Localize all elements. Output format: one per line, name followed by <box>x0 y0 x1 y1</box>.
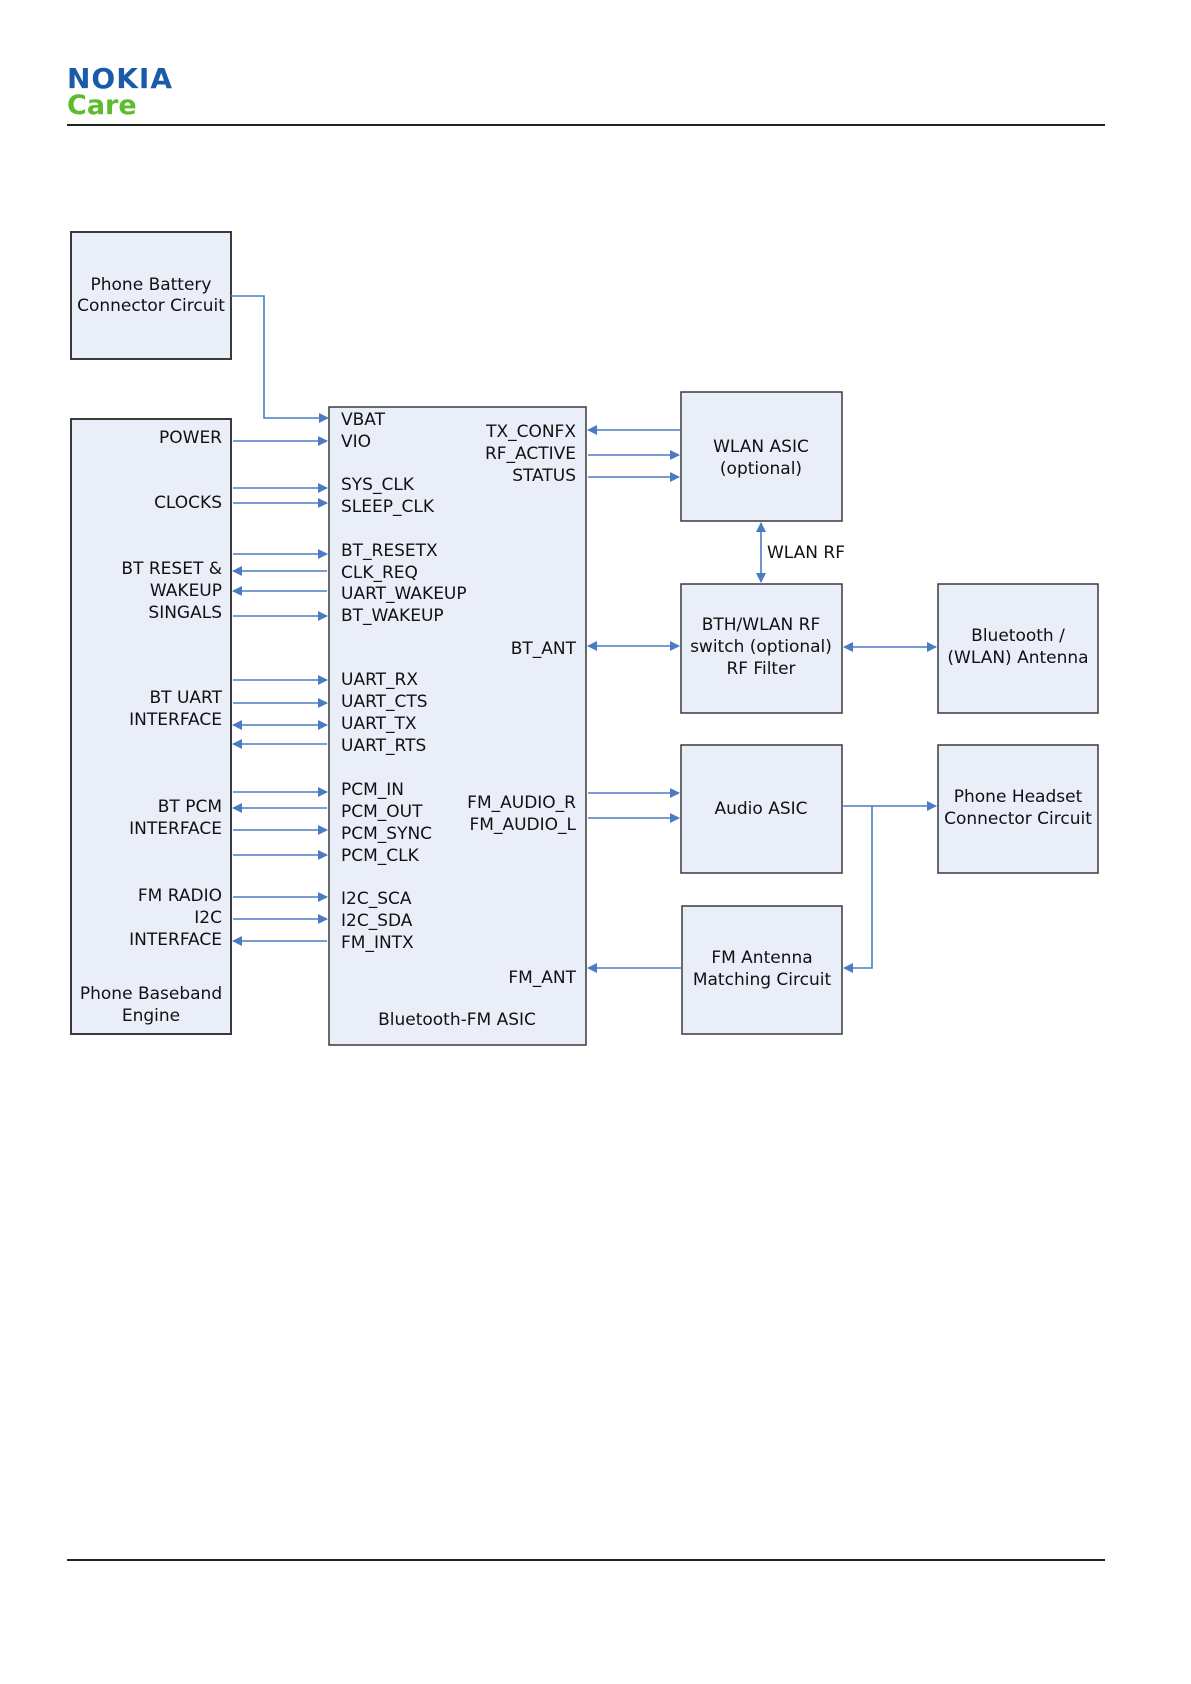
header-rule <box>67 124 1105 126</box>
headset-label-1: Phone Headset <box>954 787 1083 807</box>
battery-label-2: Connector Circuit <box>77 296 225 316</box>
asic-pin-pcm-sync: PCM_SYNC <box>341 824 432 844</box>
baseband-clocks-label: CLOCKS <box>154 493 222 513</box>
battery-label-1: Phone Battery <box>91 275 212 295</box>
asic-pin-bt-ant: BT_ANT <box>511 639 577 659</box>
asic-pin-pcm-clk: PCM_CLK <box>341 846 420 866</box>
headset-label-2: Connector Circuit <box>944 809 1092 829</box>
battery-connector-box <box>70 231 232 360</box>
headset-fm-antenna-connector <box>843 806 873 973</box>
antenna-box <box>937 583 1099 714</box>
asic-pin-bt-resetx: BT_RESETX <box>341 541 438 561</box>
asic-pin-fm-audio-l: FM_AUDIO_L <box>470 815 577 835</box>
asic-pin-uart-cts: UART_CTS <box>341 692 428 712</box>
asic-pin-sleep-clk: SLEEP_CLK <box>341 497 435 517</box>
baseband-bt-uart-label-1: BT UART <box>150 688 223 708</box>
baseband-name-1: Phone Baseband <box>80 984 222 1004</box>
logo-sub-brand: Care <box>67 90 137 121</box>
antenna-label-2: (WLAN) Antenna <box>947 648 1088 668</box>
bluetooth-fm-asic-box <box>328 406 587 1046</box>
vbat-connector <box>231 295 329 423</box>
rf-switch-label-1: BTH/WLAN RF <box>702 615 821 635</box>
asic-pin-tx-confx: TX_CONFX <box>485 422 576 442</box>
wlan-asic-label-1: WLAN ASIC <box>713 437 809 457</box>
baseband-bt-uart-label-2: INTERFACE <box>129 710 222 730</box>
baseband-bt-reset-label-3: SINGALS <box>148 603 222 623</box>
asic-pin-status: STATUS <box>512 466 576 486</box>
asic-pin-clk-req: CLK_REQ <box>341 563 418 583</box>
baseband-bt-reset-label-1: BT RESET & <box>121 559 222 579</box>
wlan-rf-label: WLAN RF <box>767 543 845 563</box>
asic-pin-uart-tx: UART_TX <box>341 714 417 734</box>
asic-pin-vbat: VBAT <box>341 410 386 430</box>
asic-pin-pcm-out: PCM_OUT <box>341 802 423 822</box>
fm-antenna-box <box>681 905 843 1035</box>
baseband-engine-box <box>70 418 232 1035</box>
asic-pin-vio: VIO <box>341 432 371 452</box>
asic-pin-fm-intx: FM_INTX <box>341 933 414 953</box>
asic-pin-fm-audio-r: FM_AUDIO_R <box>467 793 576 813</box>
rf-switch-box <box>680 583 843 714</box>
headset-connector-box <box>937 744 1099 874</box>
asic-pin-rf-active: RF_ACTIVE <box>485 444 576 464</box>
antenna-label-1: Bluetooth / <box>971 626 1065 646</box>
baseband-fm-radio-label-2: I2C <box>194 908 222 928</box>
audio-asic-box <box>680 744 843 874</box>
asic-pin-uart-rx: UART_RX <box>341 670 418 690</box>
baseband-bt-pcm-label-2: INTERFACE <box>129 819 222 839</box>
asic-pin-i2c-sca: I2C_SCA <box>341 889 412 909</box>
fm-antenna-label-1: FM Antenna <box>711 948 812 968</box>
audio-asic-label: Audio ASIC <box>714 799 807 819</box>
baseband-bt-reset-label-2: WAKEUP <box>150 581 222 601</box>
rf-switch-label-3: RF Filter <box>726 659 795 679</box>
asic-name: Bluetooth-FM ASIC <box>378 1010 536 1030</box>
baseband-fm-radio-label-1: FM RADIO <box>138 886 222 906</box>
wlan-asic-box <box>680 391 843 522</box>
asic-pin-uart-wakeup: UART_WAKEUP <box>341 584 467 604</box>
fm-antenna-label-2: Matching Circuit <box>693 970 832 990</box>
logo-brand: NOKIA <box>67 62 174 95</box>
asic-pin-pcm-in: PCM_IN <box>341 780 404 800</box>
baseband-power-label: POWER <box>159 428 222 448</box>
baseband-bt-pcm-label-1: BT PCM <box>158 797 222 817</box>
wlan-asic-label-2: (optional) <box>720 459 802 479</box>
rf-switch-label-2: switch (optional) <box>690 637 832 657</box>
asic-pin-uart-rts: UART_RTS <box>341 736 426 756</box>
baseband-name-2: Engine <box>122 1006 180 1026</box>
nokia-care-logo: NOKIA Care <box>67 64 173 120</box>
asic-pin-bt-wakeup: BT_WAKEUP <box>341 606 444 626</box>
asic-pin-fm-ant: FM_ANT <box>508 968 576 988</box>
footer-rule <box>67 1559 1105 1561</box>
asic-pin-i2c-sda: I2C_SDA <box>341 911 413 931</box>
asic-pin-sys-clk: SYS_CLK <box>341 475 415 495</box>
baseband-fm-radio-label-3: INTERFACE <box>129 930 222 950</box>
